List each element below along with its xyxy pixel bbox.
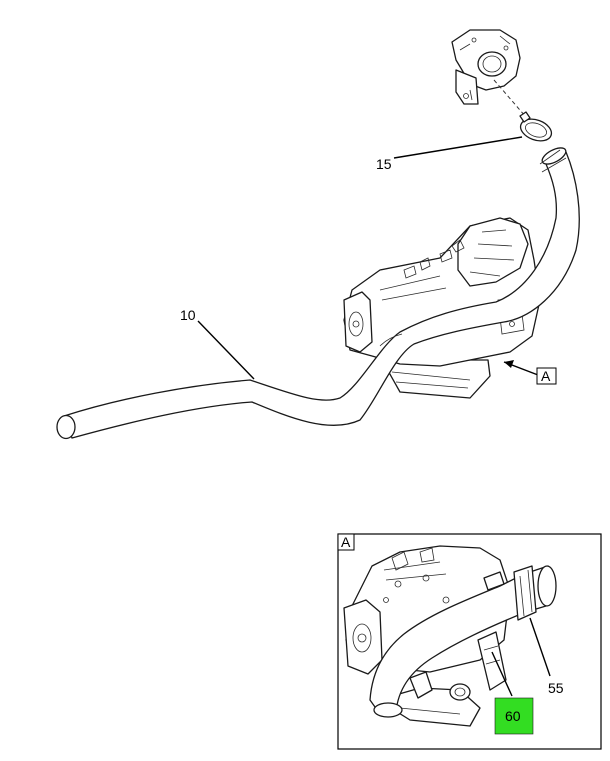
turbocharger-outlet <box>451 29 521 105</box>
leader-line-60 <box>491 651 513 697</box>
detail-view: A <box>337 533 602 750</box>
detail-exhaust-pipe <box>369 565 557 718</box>
callout-55: 55 <box>548 680 564 696</box>
highlight-box-60 <box>494 697 534 735</box>
callout-10: 10 <box>180 307 196 323</box>
leader-line-10 <box>197 320 255 380</box>
arrowhead-A <box>504 360 514 368</box>
clamp <box>519 111 553 142</box>
exhaust-pipe <box>56 147 580 440</box>
detail-title-box <box>337 533 355 551</box>
callout-15: 15 <box>376 156 392 172</box>
detail-transmission <box>343 545 511 727</box>
leader-line-55 <box>529 617 551 677</box>
main-view: 10 15 A <box>56 29 580 440</box>
callout-60: 60 <box>505 708 521 724</box>
view-reference-label: A <box>541 368 551 384</box>
assembly-line <box>493 79 533 125</box>
detail-title: A <box>341 534 351 550</box>
transmission <box>343 217 541 399</box>
leader-line-15 <box>393 136 523 159</box>
view-reference-box <box>536 367 557 385</box>
detail-bracket <box>477 631 507 691</box>
